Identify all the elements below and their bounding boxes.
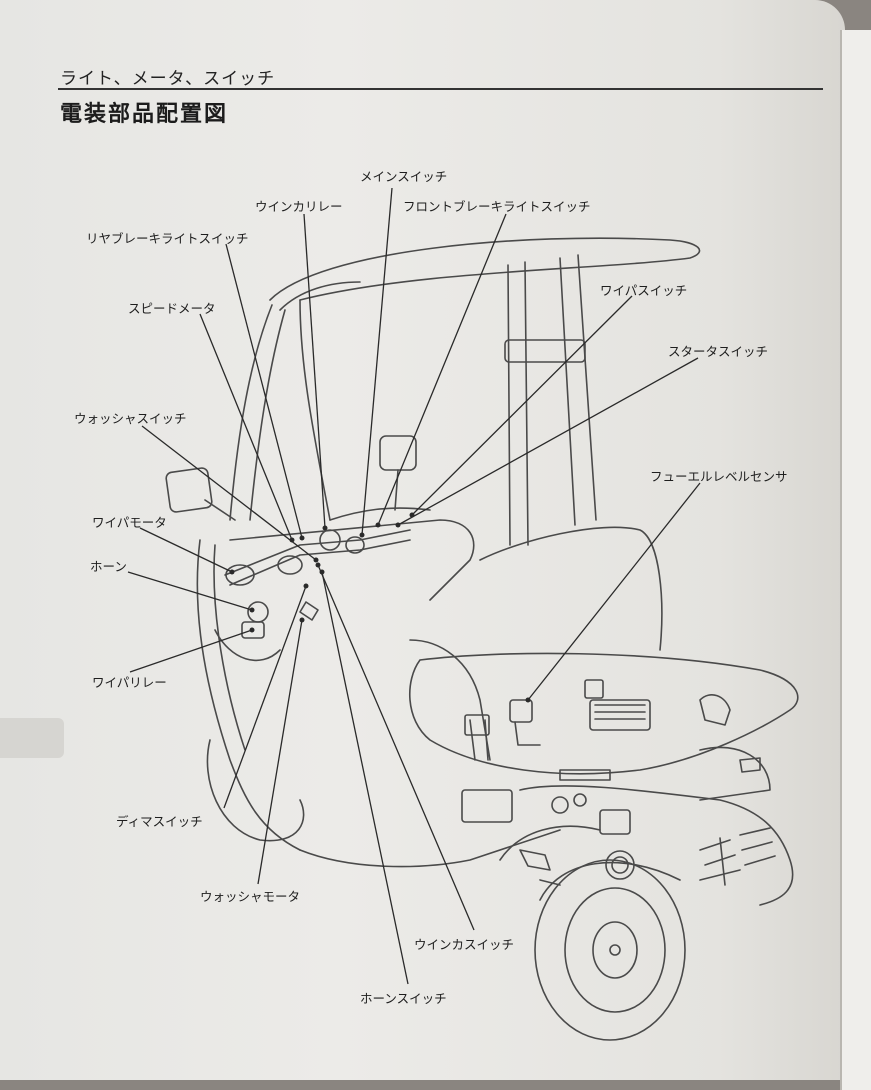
- page-tab-marker: [0, 718, 64, 758]
- leader-rear-brake-switch: [225, 243, 303, 539]
- section-divider: [58, 88, 823, 90]
- leader-dimmer-switch: [223, 585, 307, 809]
- pillar-crossbar: [504, 339, 586, 363]
- label-washer-switch: ウォッシャスイッチ: [74, 411, 187, 426]
- floorboard: [299, 829, 561, 868]
- leader-lines: [127, 187, 701, 985]
- rear-pillar-left: [507, 264, 511, 546]
- leader-arrowheads: [229, 512, 531, 703]
- roof-outline: [269, 237, 701, 301]
- front-pillar-left: [229, 304, 273, 521]
- label-wiper-switch: ワイパスイッチ: [600, 283, 688, 298]
- label-fuel-level-sensor: フューエルレベルセンサ: [650, 469, 788, 484]
- label-front-brake-light-switch: フロントブレーキライトスイッチ: [403, 199, 591, 214]
- adjacent-page-edge: [840, 30, 871, 1090]
- rear-wheel: [534, 859, 686, 1041]
- handlebar: [224, 529, 411, 576]
- front-fairing: [196, 539, 301, 851]
- label-main-switch: メインスイッチ: [360, 169, 448, 184]
- leader-front-brake-switch: [377, 213, 507, 526]
- label-wiper-motor: ワイパモータ: [92, 515, 167, 530]
- label-horn: ホーン: [90, 559, 127, 574]
- fuel-sensor-part: [509, 699, 533, 723]
- label-rear-brake-light-switch: リヤブレーキライトスイッチ: [86, 231, 249, 246]
- ecu-part: [589, 699, 651, 731]
- page-title: 電装部品配置図: [60, 102, 229, 127]
- label-dimmer-switch: ディマスイッチ: [116, 814, 203, 829]
- label-winker-switch: ウインカスイッチ: [414, 937, 515, 952]
- mirror-right: [379, 435, 417, 471]
- rear-deck: [409, 652, 799, 775]
- wiper-relay-part: [241, 621, 265, 639]
- leader-starter-switch: [397, 357, 699, 526]
- front-pillar-right: [299, 299, 331, 521]
- label-speedometer: スピードメータ: [128, 301, 216, 316]
- mirror-left: [165, 467, 213, 513]
- label-winker-relay: ウインカリレー: [255, 199, 343, 214]
- label-starter-switch: スタータスイッチ: [668, 344, 769, 359]
- leader-horn-switch: [321, 571, 409, 985]
- manual-page: [0, 0, 845, 1080]
- section-title: ライト、メータ、スイッチ: [60, 69, 276, 89]
- battery-part: [461, 789, 513, 823]
- leader-washer-switch: [141, 425, 317, 561]
- leader-main-switch: [361, 187, 393, 536]
- rear-seat-back: [479, 526, 663, 651]
- leader-speedometer: [199, 313, 293, 541]
- rear-pillar-right: [559, 257, 576, 526]
- leader-wiper-relay: [129, 629, 253, 673]
- leader-winker-relay: [303, 213, 326, 529]
- label-washer-motor: ウォッシャモータ: [200, 889, 301, 904]
- label-horn-switch: ホーンスイッチ: [360, 991, 447, 1006]
- leader-horn: [127, 571, 253, 611]
- front-wheel: [206, 739, 305, 842]
- label-wiper-relay: ワイパリレー: [92, 675, 167, 690]
- leader-wiper-switch: [411, 295, 633, 516]
- leader-wiper-motor: [139, 527, 233, 573]
- starter-gear-part: [605, 850, 635, 880]
- leader-washer-motor: [257, 619, 303, 885]
- leader-winker-switch: [317, 564, 475, 931]
- leader-fuel-sensor: [527, 482, 701, 701]
